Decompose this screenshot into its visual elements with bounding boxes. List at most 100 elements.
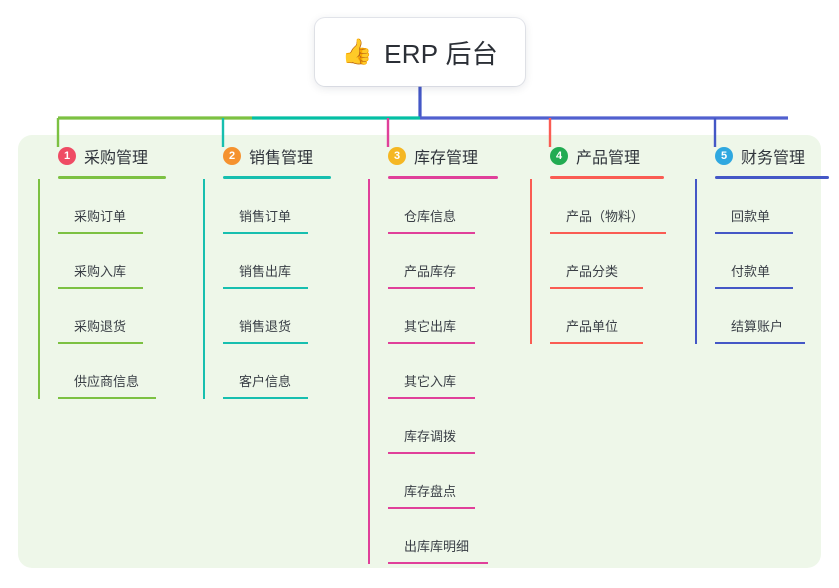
branch-title-3: 库存管理	[414, 150, 479, 167]
branch-badge-2: 2	[223, 147, 241, 165]
leaf-label: 付款单	[731, 264, 771, 279]
branch-stem-4	[530, 179, 532, 344]
leaf-label: 产品分类	[566, 264, 619, 279]
leaf-node[interactable]: 付款单	[715, 234, 829, 289]
root-title: ERP 后台	[384, 38, 499, 69]
leaf-node[interactable]: 产品单位	[550, 289, 664, 344]
leaf-underline	[58, 232, 143, 234]
leaf-underline	[388, 397, 475, 399]
branch-underline-4	[550, 176, 664, 179]
leaf-node[interactable]: 出库库明细	[388, 509, 498, 564]
branch-underline-2	[223, 176, 331, 179]
leaf-underline	[58, 397, 156, 399]
leaf-underline	[715, 287, 793, 289]
leaf-underline	[223, 232, 308, 234]
branch-header-4[interactable]: 4 产品管理	[530, 143, 664, 169]
leaf-label: 库存调拨	[404, 429, 457, 444]
branch-items-1: 采购订单采购入库采购退货供应商信息	[38, 179, 166, 399]
leaf-node[interactable]: 销售出库	[223, 234, 331, 289]
branch-stem-1	[38, 179, 40, 399]
branch-underline-1	[58, 176, 166, 179]
leaf-node[interactable]: 其它入库	[388, 344, 498, 399]
branch-header-5[interactable]: 5 财务管理	[695, 143, 829, 169]
leaf-node[interactable]: 库存盘点	[388, 454, 498, 509]
leaf-node[interactable]: 产品（物料）	[550, 179, 666, 234]
leaf-underline	[223, 342, 308, 344]
branch-items-5: 回款单付款单结算账户	[695, 179, 829, 344]
leaf-underline	[388, 232, 475, 234]
leaf-label: 采购入库	[74, 264, 127, 279]
branch-badge-4: 4	[550, 147, 568, 165]
leaf-label: 客户信息	[239, 374, 292, 389]
branch-title-5: 财务管理	[741, 150, 806, 167]
leaf-label: 仓库信息	[404, 209, 457, 224]
branch-underline-5	[715, 176, 829, 179]
leaf-label: 销售出库	[239, 264, 292, 279]
leaf-label: 供应商信息	[74, 374, 140, 389]
branch-column-4: 4 产品管理产品（物料） 产品分类产品单位	[530, 143, 666, 344]
leaf-label: 结算账户	[731, 319, 784, 334]
leaf-underline	[223, 287, 308, 289]
branch-column-3: 3 库存管理仓库信息产品库存其它出库其它入库库存调拨库存盘点出库库明细	[368, 143, 498, 564]
leaf-label: 库存盘点	[404, 484, 457, 499]
leaf-node[interactable]: 库存调拨	[388, 399, 498, 454]
branch-stem-3	[368, 179, 370, 564]
leaf-node[interactable]: 客户信息	[223, 344, 331, 399]
leaf-underline	[58, 342, 143, 344]
branch-badge-1: 1	[58, 147, 76, 165]
thumbs-up-icon: 👍	[341, 37, 374, 66]
leaf-node[interactable]: 销售退货	[223, 289, 331, 344]
branch-underline-3	[388, 176, 498, 179]
branch-header-1[interactable]: 1 采购管理	[38, 143, 166, 169]
leaf-underline	[388, 507, 475, 509]
branch-header-2[interactable]: 2 销售管理	[203, 143, 331, 169]
leaf-label: 采购订单	[74, 209, 127, 224]
leaf-node[interactable]: 采购订单	[58, 179, 166, 234]
leaf-underline	[388, 342, 475, 344]
branch-items-4: 产品（物料） 产品分类产品单位	[530, 179, 666, 344]
branch-title-2: 销售管理	[249, 150, 314, 167]
branch-header-3[interactable]: 3 库存管理	[368, 143, 498, 169]
leaf-node[interactable]: 仓库信息	[388, 179, 498, 234]
leaf-underline	[550, 342, 643, 344]
leaf-node[interactable]: 其它出库	[388, 289, 498, 344]
leaf-node[interactable]: 销售订单	[223, 179, 331, 234]
leaf-label: 产品（物料）	[566, 209, 645, 224]
leaf-underline	[388, 287, 475, 289]
branch-badge-3: 3	[388, 147, 406, 165]
branch-badge-5: 5	[715, 147, 733, 165]
leaf-underline	[223, 397, 308, 399]
leaf-underline	[58, 287, 143, 289]
leaf-node[interactable]: 供应商信息	[58, 344, 166, 399]
leaf-label: 回款单	[731, 209, 771, 224]
branch-items-2: 销售订单销售出库销售退货客户信息	[203, 179, 331, 399]
leaf-label: 产品库存	[404, 264, 457, 279]
leaf-label: 出库库明细	[404, 539, 470, 554]
leaf-underline	[715, 342, 805, 344]
branch-title-1: 采购管理	[84, 150, 149, 167]
branch-column-1: 1 采购管理采购订单采购入库采购退货供应商信息	[38, 143, 166, 399]
branch-column-2: 2 销售管理销售订单销售出库销售退货客户信息	[203, 143, 331, 399]
leaf-node[interactable]: 结算账户	[715, 289, 829, 344]
leaf-label: 采购退货	[74, 319, 127, 334]
leaf-underline	[388, 452, 475, 454]
leaf-node[interactable]: 回款单	[715, 179, 829, 234]
branch-stem-5	[695, 179, 697, 344]
branch-title-4: 产品管理	[576, 150, 641, 167]
leaf-underline	[550, 287, 643, 289]
leaf-label: 其它出库	[404, 319, 457, 334]
leaf-underline	[715, 232, 793, 234]
leaf-node[interactable]: 产品分类	[550, 234, 664, 289]
leaf-underline	[550, 232, 666, 234]
leaf-label: 销售退货	[239, 319, 292, 334]
leaf-node[interactable]: 采购入库	[58, 234, 166, 289]
branch-stem-2	[203, 179, 205, 399]
leaf-underline	[388, 562, 488, 564]
root-node[interactable]: 👍 ERP 后台	[315, 18, 525, 86]
leaf-label: 其它入库	[404, 374, 457, 389]
leaf-node[interactable]: 采购退货	[58, 289, 166, 344]
leaf-node[interactable]: 产品库存	[388, 234, 498, 289]
branch-items-3: 仓库信息产品库存其它出库其它入库库存调拨库存盘点出库库明细	[368, 179, 498, 564]
branch-column-5: 5 财务管理回款单付款单结算账户	[695, 143, 829, 344]
